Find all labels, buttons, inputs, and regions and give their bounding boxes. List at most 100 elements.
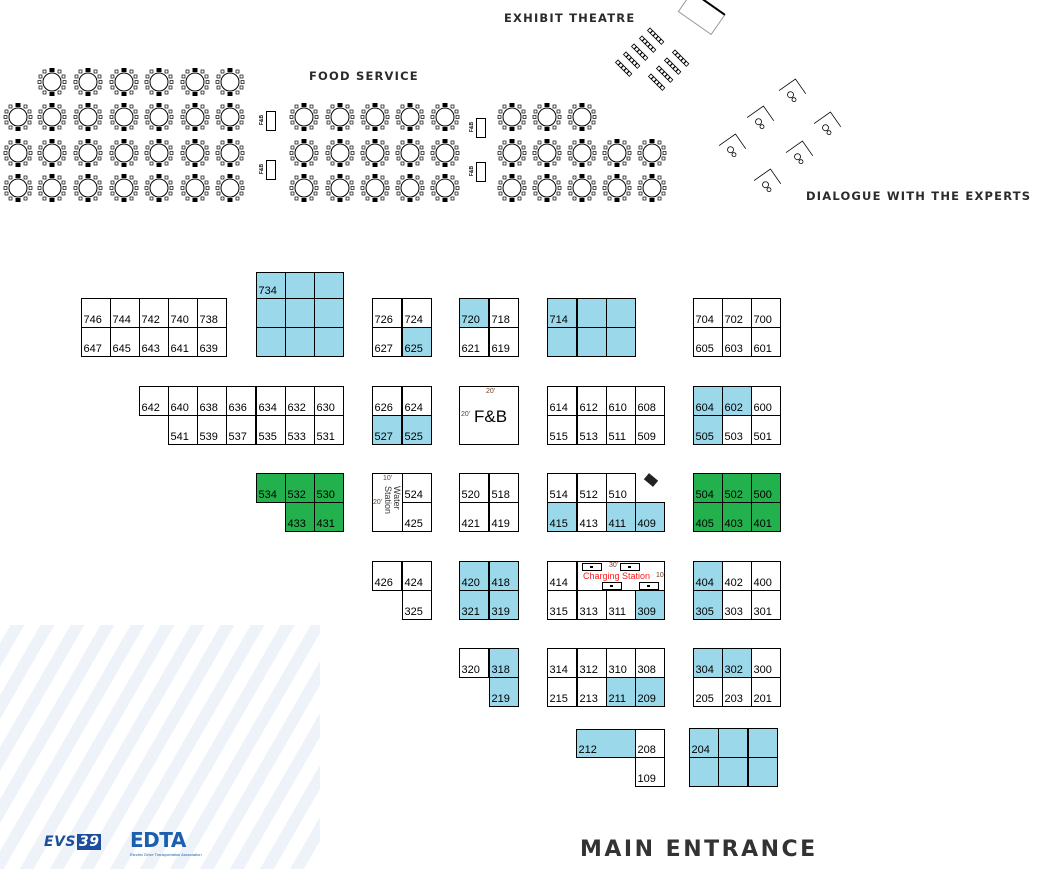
booth-634[interactable]: 634 [255, 385, 286, 416]
booth-414[interactable]: 414 [546, 560, 577, 591]
booth-415[interactable]: 415 [546, 501, 577, 532]
booth-525[interactable]: 525 [401, 414, 432, 445]
booth-639[interactable]: 639 [196, 326, 227, 357]
booth-621[interactable]: 621 [458, 326, 489, 357]
booth-604[interactable]: 604 [692, 385, 723, 416]
booth-625[interactable]: 625 [401, 326, 432, 357]
booth-509[interactable]: 509 [634, 414, 665, 445]
booth-211[interactable]: 211 [605, 676, 636, 707]
booth-520[interactable]: 520 [458, 472, 489, 503]
booth-614[interactable]: 614 [546, 385, 577, 416]
booth-531[interactable]: 531 [313, 414, 344, 445]
booth-515[interactable]: 515 [546, 414, 577, 445]
booth-318[interactable]: 318 [488, 647, 519, 678]
booth-539[interactable]: 539 [196, 414, 227, 445]
booth-unnumbered[interactable] [717, 727, 748, 758]
booth-640[interactable]: 640 [167, 385, 198, 416]
booth-632[interactable]: 632 [284, 385, 315, 416]
booth-unnumbered[interactable] [717, 756, 748, 787]
booth-303[interactable]: 303 [721, 589, 752, 620]
booth-533[interactable]: 533 [284, 414, 315, 445]
booth-724[interactable]: 724 [401, 297, 432, 328]
booth-610[interactable]: 610 [605, 385, 636, 416]
booth-612[interactable]: 612 [576, 385, 607, 416]
booth-unnumbered[interactable] [576, 297, 607, 328]
booth-608[interactable]: 608 [634, 385, 665, 416]
booth-308[interactable]: 308 [634, 647, 665, 678]
booth-505[interactable]: 505 [692, 414, 723, 445]
booth-unnumbered[interactable] [313, 297, 344, 328]
booth-unnumbered[interactable] [576, 326, 607, 357]
booth-305[interactable]: 305 [692, 589, 723, 620]
booth-315[interactable]: 315 [546, 589, 577, 620]
booth-421[interactable]: 421 [458, 501, 489, 532]
booth-212[interactable]: 212 [575, 728, 636, 758]
booth-unnumbered[interactable] [284, 326, 315, 357]
booth-205[interactable]: 205 [692, 676, 723, 707]
booth-714[interactable]: 714 [546, 297, 577, 328]
booth-426[interactable]: 426 [371, 560, 402, 591]
booth-215[interactable]: 215 [546, 676, 577, 707]
booth-643[interactable]: 643 [138, 326, 169, 357]
booth-527[interactable]: 527 [371, 414, 402, 445]
booth-419[interactable]: 419 [488, 501, 519, 532]
booth-208[interactable]: 208 [634, 728, 665, 758]
booth-530[interactable]: 530 [313, 472, 344, 503]
booth-unnumbered[interactable] [747, 756, 778, 787]
booth-702[interactable]: 702 [721, 297, 752, 328]
booth-301[interactable]: 301 [750, 589, 781, 620]
booth-433[interactable]: 433 [284, 501, 315, 532]
booth-304[interactable]: 304 [692, 647, 723, 678]
booth-700[interactable]: 700 [750, 297, 781, 328]
booth-524[interactable]: 524 [401, 472, 432, 503]
fb-booth[interactable]: 20' 20' F&B [459, 386, 519, 445]
booth-413[interactable]: 413 [576, 501, 607, 532]
booth-201[interactable]: 201 [750, 676, 781, 707]
booth-310[interactable]: 310 [605, 647, 636, 678]
booth-325[interactable]: 325 [401, 589, 432, 620]
booth-203[interactable]: 203 [721, 676, 752, 707]
booth-405[interactable]: 405 [692, 501, 723, 532]
booth-314[interactable]: 314 [546, 647, 577, 678]
booth-418[interactable]: 418 [488, 560, 519, 591]
booth-unnumbered[interactable] [546, 326, 577, 357]
booth-619[interactable]: 619 [488, 326, 519, 357]
booth-740[interactable]: 740 [167, 297, 198, 328]
booth-404[interactable]: 404 [692, 560, 723, 591]
booth-513[interactable]: 513 [576, 414, 607, 445]
booth-219[interactable]: 219 [488, 676, 519, 707]
booth-720[interactable]: 720 [458, 297, 489, 328]
booth-630[interactable]: 630 [313, 385, 344, 416]
booth-309[interactable]: 309 [634, 589, 665, 620]
booth-624[interactable]: 624 [401, 385, 432, 416]
booth-537[interactable]: 537 [225, 414, 256, 445]
booth-401[interactable]: 401 [750, 501, 781, 532]
booth-501[interactable]: 501 [750, 414, 781, 445]
booth-425[interactable]: 425 [401, 501, 432, 532]
booth-411[interactable]: 411 [605, 501, 636, 532]
booth-unnumbered[interactable] [688, 756, 719, 787]
booth-746[interactable]: 746 [80, 297, 111, 328]
booth-645[interactable]: 645 [109, 326, 140, 357]
booth-626[interactable]: 626 [371, 385, 402, 416]
booth-518[interactable]: 518 [488, 472, 519, 503]
charging-station[interactable]: 30' 10' Charging Station [577, 561, 665, 591]
booth-unnumbered[interactable] [255, 297, 286, 328]
booth-431[interactable]: 431 [313, 501, 344, 532]
booth-726[interactable]: 726 [371, 297, 402, 328]
booth-734[interactable]: 734 [255, 271, 286, 299]
booth-320[interactable]: 320 [458, 647, 489, 678]
booth-311[interactable]: 311 [605, 589, 636, 620]
booth-unnumbered[interactable] [747, 727, 778, 758]
booth-403[interactable]: 403 [721, 501, 752, 532]
booth-204[interactable]: 204 [688, 727, 719, 758]
booth-503[interactable]: 503 [721, 414, 752, 445]
booth-642[interactable]: 642 [138, 385, 169, 416]
water-station[interactable]: 10' 20' Water Station [372, 473, 403, 532]
booth-641[interactable]: 641 [167, 326, 198, 357]
booth-321[interactable]: 321 [458, 589, 489, 620]
booth-603[interactable]: 603 [721, 326, 752, 357]
booth-unnumbered[interactable] [255, 326, 286, 357]
booth-unnumbered[interactable] [284, 271, 315, 299]
booth-300[interactable]: 300 [750, 647, 781, 678]
